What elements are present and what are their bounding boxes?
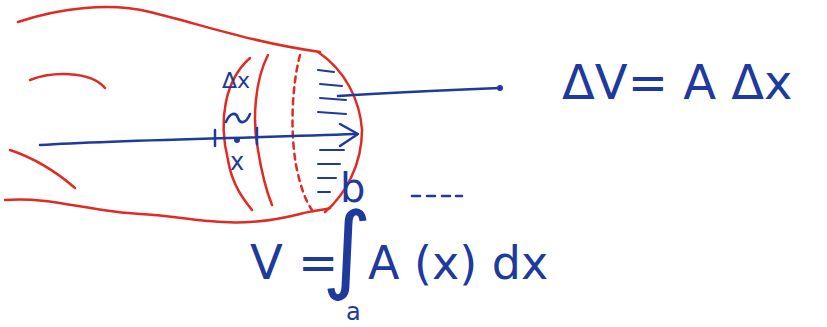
- brace: [226, 114, 250, 122]
- tick: [256, 128, 259, 144]
- x-axis: [40, 134, 355, 145]
- integral-sign: ∫: [322, 200, 372, 296]
- leader-end-dot: [497, 85, 503, 91]
- solid-contour: [30, 74, 105, 88]
- position-label: x: [230, 150, 244, 174]
- point-dot: [234, 137, 240, 143]
- integrand: A (x) dx: [368, 240, 548, 286]
- solid-contour: [10, 150, 75, 188]
- slice-left-outline: [255, 55, 272, 205]
- leader-line: [338, 88, 500, 96]
- axis-arrowhead: [340, 124, 358, 146]
- solid-top-edge: [18, 7, 320, 52]
- solid-bottom-edge: [5, 199, 330, 222]
- ellipsis-dashes: [412, 195, 462, 198]
- tick: [214, 130, 217, 146]
- lower-limit: a: [346, 300, 361, 324]
- volume-element-formula: ΔV= A Δx: [562, 58, 792, 106]
- slice-hidden-edge: [293, 55, 312, 210]
- delta-x-label: Δx: [222, 70, 250, 92]
